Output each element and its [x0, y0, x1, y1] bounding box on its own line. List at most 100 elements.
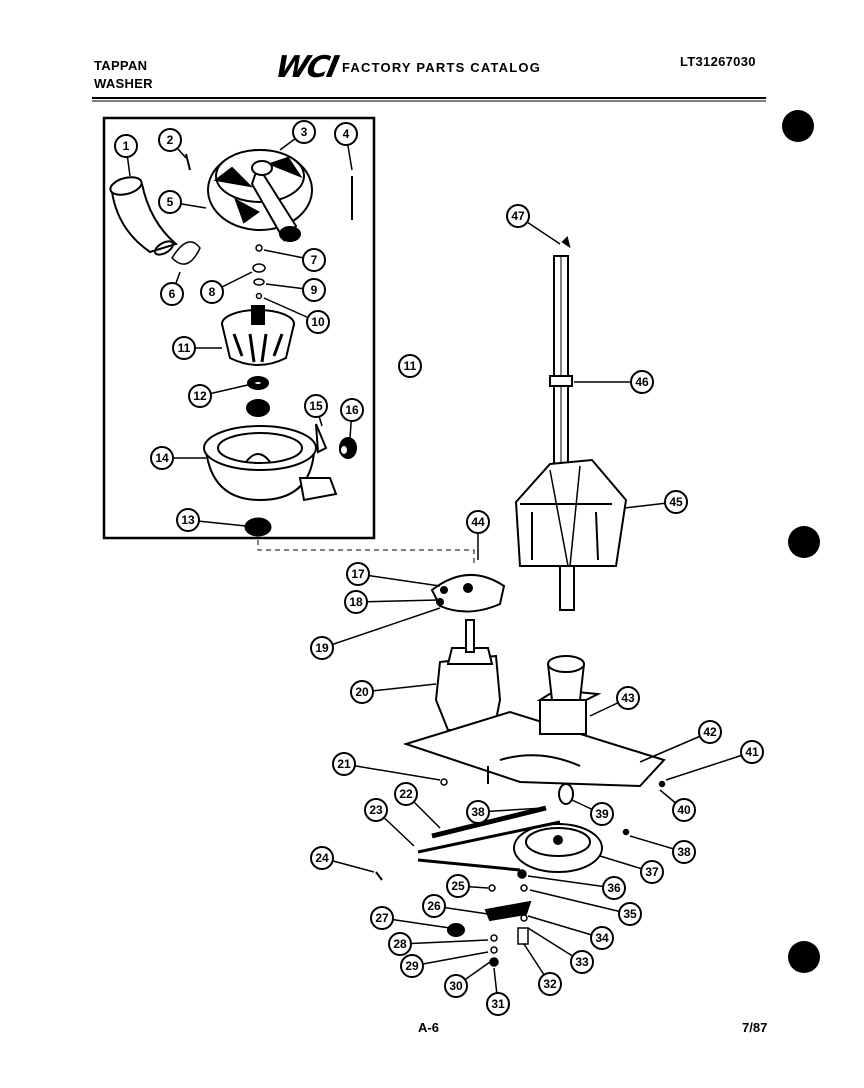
- callout-5: 5: [158, 190, 207, 214]
- callout-number: 41: [745, 745, 759, 759]
- callout-circle: [370, 906, 394, 930]
- part-bolt-40: [558, 783, 574, 805]
- callout-circle: [616, 686, 640, 710]
- callout-10: 10: [263, 297, 330, 334]
- callout-circle: [630, 370, 654, 394]
- part-seal-13: [244, 517, 272, 537]
- callout-number: 9: [311, 283, 318, 297]
- callout-circle: [570, 950, 594, 974]
- part-hose-elbow: [109, 176, 179, 256]
- callout-44: 44: [466, 510, 490, 560]
- part-base-plate: [402, 710, 666, 788]
- callout-32: 32: [523, 943, 562, 996]
- leader-line: [321, 607, 441, 649]
- callout-36: 36: [527, 875, 626, 900]
- callout-circle: [618, 902, 642, 926]
- callout-17: 17: [346, 562, 441, 587]
- callout-circle: [346, 562, 370, 586]
- callout-circle: [398, 354, 422, 378]
- callout-number: 4: [343, 127, 350, 141]
- callout-number: 26: [427, 899, 441, 913]
- callout-number: 24: [315, 851, 329, 865]
- callout-circle: [150, 446, 174, 470]
- callout-circle: [158, 190, 182, 214]
- leader-line: [357, 573, 441, 587]
- callout-35: 35: [529, 889, 642, 926]
- callout-number: 44: [471, 515, 485, 529]
- callout-43: 43: [589, 686, 640, 717]
- callout-number: 20: [355, 685, 369, 699]
- callout-circle: [344, 590, 368, 614]
- callout-46: 46: [574, 370, 654, 394]
- callout-number: 38: [471, 805, 485, 819]
- binder-hole-bottom: [788, 941, 820, 973]
- callout-41: 41: [665, 740, 764, 781]
- callout-circle: [350, 680, 374, 704]
- callout-7: 7: [263, 248, 326, 272]
- callout-number: 11: [404, 359, 417, 373]
- callout-29: 29: [400, 951, 489, 978]
- part-clamp: [171, 241, 201, 265]
- callout-circle: [334, 122, 358, 146]
- callout-9: 9: [265, 278, 326, 302]
- callout-circle: [388, 932, 412, 956]
- callout-number: 2: [167, 133, 174, 147]
- callout-number: 5: [167, 195, 174, 209]
- part-pump-body: [203, 425, 338, 502]
- callout-22: 22: [394, 782, 441, 829]
- callout-circle: [640, 860, 664, 884]
- callout-27: 27: [370, 906, 451, 930]
- callout-number: 46: [635, 375, 649, 389]
- part-pump-cover: [207, 149, 313, 242]
- callout-circle: [394, 782, 418, 806]
- callout-circle: [304, 394, 328, 418]
- callout-26: 26: [422, 894, 489, 918]
- callout-circle: [114, 134, 138, 158]
- leader-line: [411, 951, 489, 967]
- callout-34: 34: [527, 915, 614, 950]
- callout-number: 28: [393, 937, 407, 951]
- callout-number: 11: [178, 341, 191, 355]
- callout-circle: [602, 876, 626, 900]
- callout-13: 13: [176, 508, 247, 532]
- callout-circle: [486, 992, 510, 1016]
- callout-number: 21: [337, 757, 351, 771]
- callout-circle: [310, 846, 334, 870]
- callout-circle: [444, 974, 468, 998]
- catalog-title: FACTORY PARTS CATALOG: [342, 60, 542, 75]
- revision-date: 7/87: [742, 1020, 768, 1035]
- callout-number: 7: [311, 253, 318, 267]
- part-hardware: [375, 766, 666, 967]
- part-pulley: [513, 823, 603, 873]
- brand-line-2: WASHER: [94, 76, 153, 91]
- callout-circle: [292, 120, 316, 144]
- callout-number: 36: [607, 881, 621, 895]
- callout-42: 42: [639, 720, 722, 763]
- leader-line: [361, 683, 437, 693]
- callout-19: 19: [310, 607, 441, 660]
- callout-circle: [740, 740, 764, 764]
- leader-line: [527, 875, 615, 889]
- callout-45: 45: [623, 490, 688, 514]
- model-number: LT31267030: [680, 54, 756, 69]
- callout-number: 32: [543, 977, 557, 991]
- callout-18: 18: [344, 590, 439, 614]
- callout-number: 35: [623, 907, 637, 921]
- part-plate: [430, 574, 506, 613]
- callout-number: 31: [491, 997, 505, 1011]
- callout-number: 14: [155, 451, 169, 465]
- callout-14: 14: [150, 446, 206, 470]
- leader-line: [529, 889, 631, 915]
- callout-circle: [188, 384, 212, 408]
- callout-33: 33: [527, 927, 594, 974]
- callout-6: 6: [160, 271, 184, 306]
- part-seals: [246, 376, 270, 417]
- callout-circle: [302, 248, 326, 272]
- callout-number: 23: [369, 803, 383, 817]
- callout-number: 27: [375, 911, 389, 925]
- callout-number: 40: [677, 803, 691, 817]
- callout-number: 30: [449, 979, 463, 993]
- callout-number: 15: [309, 399, 323, 413]
- callout-number: 38: [677, 845, 691, 859]
- callout-number: 29: [405, 959, 419, 973]
